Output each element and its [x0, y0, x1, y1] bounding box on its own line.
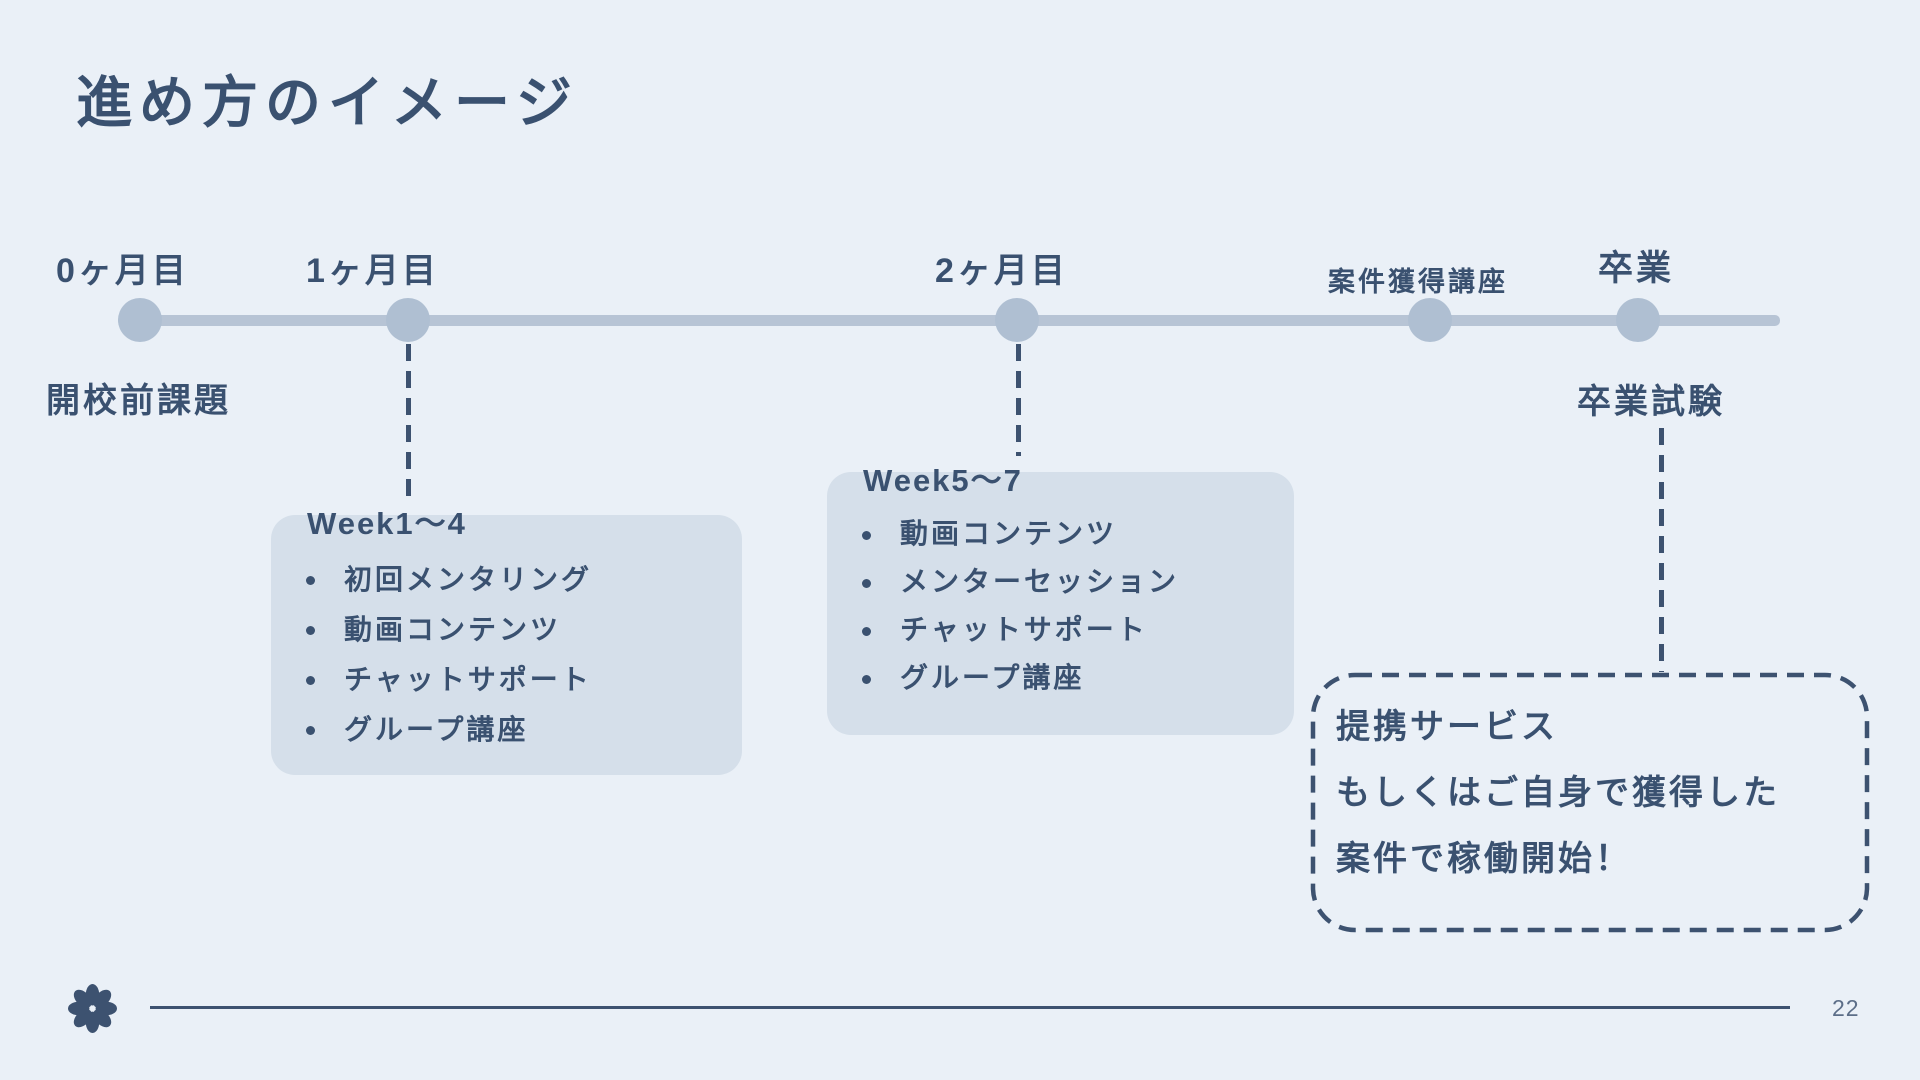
callout-line: 提携サービス: [1336, 708, 1558, 746]
callout-line: 案件で稼働開始！: [1336, 840, 1632, 878]
list-item: 動画コンテンツ: [306, 605, 742, 655]
list-item-label: 動画コンテンツ: [900, 518, 1118, 549]
timeline-line: [118, 315, 1780, 326]
list-item-label: チャットサポート: [344, 664, 592, 695]
week5-7-box: Week5〜7 動画コンテンツ メンターセッション チャットサポート グループ講…: [827, 463, 1294, 735]
list-item: メンターセッション: [862, 558, 1294, 606]
week5-7-title: Week5〜7: [863, 463, 1023, 498]
milestone-sublabel-pre-school-task: 開校前課題: [46, 382, 231, 420]
callout-text: 提携サービス もしくはご自身で獲得した 案件で稼働開始！: [1336, 694, 1780, 892]
timeline-dot-month1: [386, 298, 430, 342]
connector-month2-to-box: [1016, 344, 1021, 456]
milestone-label-course: 案件獲得講座: [1328, 267, 1508, 297]
list-item-label: グループ講座: [900, 662, 1085, 693]
list-item-label: メンターセッション: [900, 566, 1180, 597]
page-title: 進め方のイメージ: [76, 71, 579, 134]
list-item-label: チャットサポート: [900, 614, 1148, 645]
week5-7-list: 動画コンテンツ メンターセッション チャットサポート グループ講座: [827, 472, 1294, 702]
list-item: グループ講座: [306, 705, 742, 755]
list-item: チャットサポート: [862, 606, 1294, 654]
milestone-label-graduation: 卒業: [1598, 249, 1675, 288]
bullet-icon: [306, 676, 315, 685]
footer-divider: [150, 1006, 1790, 1009]
milestone-label-month1: 1ヶ月目: [306, 252, 439, 290]
timeline-dot-month0: [118, 298, 162, 342]
list-item: 初回メンタリング: [306, 555, 742, 605]
timeline-dot-graduation: [1616, 298, 1660, 342]
timeline-dot-month2: [995, 298, 1039, 342]
week1-4-box: Week1〜4 初回メンタリング 動画コンテンツ チャットサポート グループ講座: [271, 506, 742, 775]
flower-asterisk-icon: [68, 984, 117, 1033]
milestone-sublabel-graduation-exam: 卒業試験: [1577, 383, 1725, 421]
bullet-icon: [306, 576, 315, 585]
callout-line: もしくはご自身で獲得した: [1336, 774, 1780, 812]
bullet-icon: [862, 675, 871, 684]
connector-exam-to-callout: [1659, 428, 1664, 672]
week1-4-title: Week1〜4: [307, 506, 467, 541]
callout-bubble: 提携サービス もしくはご自身で獲得した 案件で稼働開始！: [1310, 672, 1870, 933]
dashed-border-icon: [1310, 672, 1870, 933]
bullet-icon: [306, 626, 315, 635]
week1-4-list: 初回メンタリング 動画コンテンツ チャットサポート グループ講座: [271, 515, 742, 755]
connector-month1-to-box: [406, 344, 411, 500]
list-item: チャットサポート: [306, 655, 742, 705]
list-item-label: 初回メンタリング: [344, 564, 593, 595]
bullet-icon: [306, 726, 315, 735]
list-item: 動画コンテンツ: [862, 510, 1294, 558]
page-number: 22: [1832, 995, 1860, 1021]
milestone-label-month0: 0ヶ月目: [56, 252, 189, 290]
list-item: グループ講座: [862, 654, 1294, 702]
bullet-icon: [862, 579, 871, 588]
milestone-label-month2: 2ヶ月目: [935, 252, 1068, 290]
bullet-icon: [862, 627, 871, 636]
list-item-label: 動画コンテンツ: [344, 614, 562, 645]
timeline-dot-course: [1408, 298, 1452, 342]
bullet-icon: [862, 531, 871, 540]
list-item-label: グループ講座: [344, 714, 529, 745]
